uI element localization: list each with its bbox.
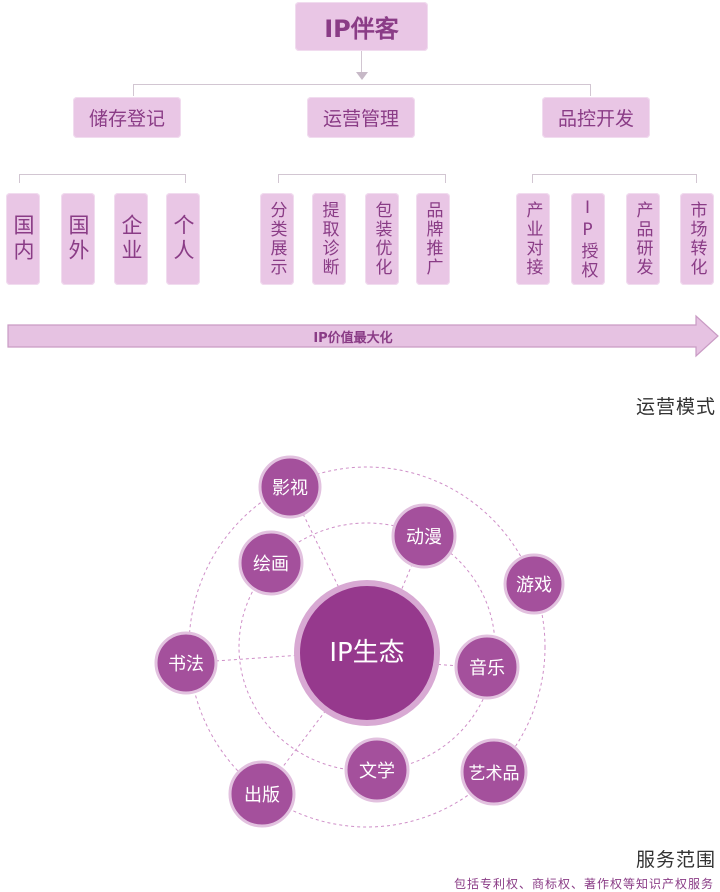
- leaf-category-display: 分类展示: [260, 193, 294, 285]
- center-label: IP生态: [329, 638, 404, 668]
- storage-bracket-l: [19, 174, 20, 183]
- operation-bracket-l: [278, 174, 279, 183]
- operation-bracket: [278, 174, 446, 175]
- node-literature: 文学: [344, 737, 410, 803]
- leaf-domestic: 国内: [6, 193, 40, 285]
- category-quality: 品控开发: [542, 97, 650, 138]
- leaf-product-rd: 产品研发: [626, 193, 660, 285]
- category-storage: 储存登记: [73, 97, 181, 138]
- svg-text:动漫: 动漫: [406, 527, 442, 548]
- bracket-right-drop: [590, 84, 591, 96]
- leaf-individual: 个人: [166, 193, 200, 285]
- leaf-industry-docking: 产业对接: [516, 193, 550, 285]
- footnote: 包括专利权、商标权、著作权等知识产权服务: [453, 877, 714, 891]
- storage-bracket-r: [185, 174, 186, 183]
- root-connector: [361, 51, 362, 73]
- spoke-music: [431, 663, 461, 667]
- svg-text:文学: 文学: [359, 761, 395, 782]
- operation-bracket-r: [445, 174, 446, 183]
- bracket-left-drop: [133, 84, 134, 96]
- node-game: 游戏: [503, 553, 565, 615]
- quality-bracket-r: [696, 174, 697, 183]
- value-arrow: [7, 314, 719, 358]
- arrow-label: IP价值最大化: [313, 330, 393, 346]
- svg-text:绘画: 绘画: [253, 554, 289, 575]
- node-artwork: 艺术品: [460, 738, 528, 806]
- quality-bracket: [532, 174, 697, 175]
- leaf-foreign: 国外: [61, 193, 95, 285]
- leaf-brand-promotion: 品牌推广: [416, 193, 450, 285]
- storage-bracket: [19, 174, 186, 175]
- quality-bracket-l: [532, 174, 533, 183]
- operation-mode-caption: 运营模式: [635, 396, 716, 418]
- leaf-enterprise: 企业: [114, 193, 148, 285]
- category-operation: 运营管理: [307, 97, 415, 138]
- root-node: IP伴客: [295, 2, 428, 51]
- svg-text:艺术品: 艺术品: [469, 764, 520, 784]
- svg-text:音乐: 音乐: [469, 658, 505, 679]
- svg-text:出版: 出版: [244, 785, 280, 806]
- svg-text:影视: 影视: [272, 478, 308, 499]
- leaf-market-conversion: 市场转化: [680, 193, 714, 285]
- leaf-diagnosis: 提取诊断: [312, 193, 346, 285]
- center-node: [294, 580, 440, 726]
- spoke-anime: [397, 535, 425, 599]
- arrow-down-icon: [356, 72, 368, 80]
- node-film: 影视: [258, 455, 322, 519]
- service-scope-caption: 服务范围: [635, 849, 716, 871]
- node-publishing: 出版: [228, 760, 296, 828]
- leaf-ip-licensing: IP授权: [571, 193, 605, 285]
- node-painting: 绘画: [238, 530, 304, 596]
- leaf-packaging: 包装优化: [365, 193, 399, 285]
- svg-text:书法: 书法: [168, 654, 204, 675]
- category-bracket: [133, 84, 591, 85]
- node-anime: 动漫: [391, 503, 457, 569]
- outer-ring: [188, 466, 546, 828]
- ecosystem-diagram: IP生态 影视 动漫 游戏 绘画 音乐 书法 艺术品 文学 出版: [154, 455, 565, 828]
- node-music: 音乐: [454, 634, 520, 700]
- svg-text:游戏: 游戏: [516, 575, 552, 596]
- node-calligraphy: 书法: [154, 631, 218, 695]
